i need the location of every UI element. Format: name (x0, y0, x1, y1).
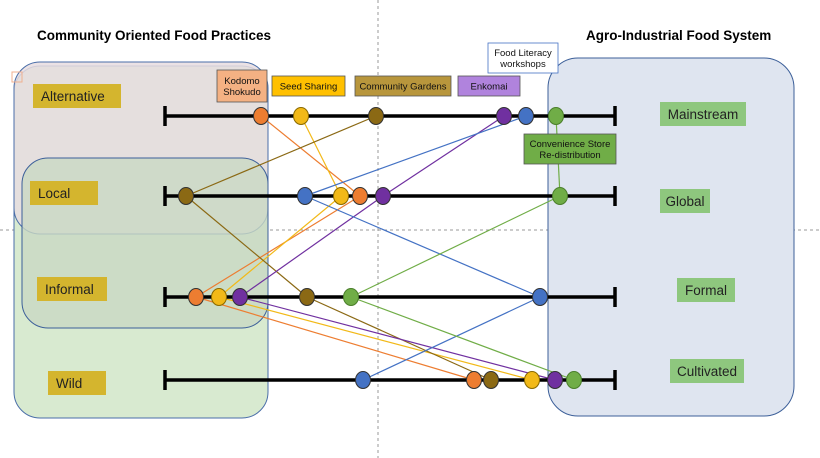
connection-literacy-0 (304, 115, 527, 197)
axis-labels: AlternativeMainstreamLocalGlobalInformal… (30, 84, 746, 395)
practice-label-kodomo-1: Shokudo (223, 87, 261, 98)
dot-gardens-3 (483, 371, 499, 389)
practice-dots (178, 107, 582, 389)
connection-enkomai-0 (382, 115, 505, 197)
dot-enkomai-3 (547, 371, 563, 389)
dot-convenience-0 (548, 107, 564, 125)
axis-label-right-box-2 (677, 278, 735, 302)
dot-literacy-3 (355, 371, 371, 389)
dot-enkomai-1 (375, 187, 391, 205)
dot-enkomai-2 (232, 288, 248, 306)
connection-seed-0 (300, 115, 342, 197)
connection-convenience-1 (350, 195, 561, 298)
practice-label-gardens-0: Community Gardens (359, 82, 446, 93)
axis-label-right-box-1 (660, 189, 710, 213)
practice-label-seed-0: Seed Sharing (280, 82, 338, 93)
connection-seed-1 (218, 195, 342, 298)
connection-kodomo-2 (195, 296, 475, 381)
practice-label-box-enkomai (457, 75, 521, 97)
practice-label-literacy-1: workshops (499, 59, 546, 70)
dot-kodomo-1 (352, 187, 368, 205)
dot-gardens-2 (299, 288, 315, 306)
axis-label-right-3: Cultivated (677, 364, 737, 379)
header-right: Agro-Industrial Food System (586, 28, 771, 43)
dot-literacy-2 (532, 288, 548, 306)
connection-gardens-0 (185, 115, 377, 197)
connection-literacy-1 (304, 195, 541, 298)
dot-convenience-2 (343, 288, 359, 306)
practice-label-literacy-0: Food Literacy (494, 48, 552, 59)
header-left: Community Oriented Food Practices (37, 28, 271, 43)
axis-label-left-box-3 (48, 371, 106, 395)
connection-kodomo-0 (260, 115, 361, 197)
dot-literacy-1 (297, 187, 313, 205)
connection-kodomo-1 (195, 195, 361, 298)
axis-label-right-box-3 (670, 359, 744, 383)
practice-label-box-convenience (523, 133, 617, 165)
dot-seed-0 (293, 107, 309, 125)
dot-gardens-0 (368, 107, 384, 125)
axis-label-left-box-0 (33, 84, 121, 108)
axis-label-right-2: Formal (685, 283, 727, 298)
connection-literacy-2 (362, 296, 541, 381)
practice-label-kodomo-0: Kodomo (224, 76, 259, 87)
connection-convenience-2 (350, 296, 575, 381)
axis-label-right-0: Mainstream (668, 107, 739, 122)
dot-enkomai-0 (496, 107, 512, 125)
dot-seed-3 (524, 371, 540, 389)
practice-label-convenience-1: Re-distribution (539, 150, 600, 161)
axis-label-left-2: Informal (45, 282, 94, 297)
dot-convenience-1 (552, 187, 568, 205)
practice-label-box-seed (271, 75, 346, 97)
dot-kodomo-2 (188, 288, 204, 306)
practice-label-box-literacy (487, 42, 559, 74)
axis-label-left-1: Local (38, 186, 70, 201)
connection-enkomai-2 (239, 296, 556, 381)
dot-kodomo-3 (466, 371, 482, 389)
axis-label-left-box-1 (30, 181, 98, 205)
region-corner-mark (11, 71, 23, 83)
dot-convenience-3 (566, 371, 582, 389)
practice-label-convenience-0: Convenience Store (530, 139, 611, 150)
practice-label-box-gardens (354, 75, 452, 97)
practice-label-enkomai-0: Enkomai (471, 82, 508, 93)
practice-label-box-kodomo (216, 69, 268, 103)
axis-label-right-box-0 (660, 102, 746, 126)
axis-label-left-3: Wild (56, 376, 82, 391)
connection-seed-2 (218, 296, 533, 381)
axis-label-left-0: Alternative (41, 89, 105, 104)
connection-gardens-1 (185, 195, 308, 298)
axis-label-right-1: Global (665, 194, 704, 209)
dot-kodomo-0 (253, 107, 269, 125)
dot-seed-1 (333, 187, 349, 205)
dot-gardens-1 (178, 187, 194, 205)
dot-literacy-0 (518, 107, 534, 125)
practice-connections (185, 115, 575, 381)
connection-enkomai-1 (239, 195, 384, 298)
dot-seed-2 (211, 288, 227, 306)
axis-label-left-box-2 (37, 277, 107, 301)
